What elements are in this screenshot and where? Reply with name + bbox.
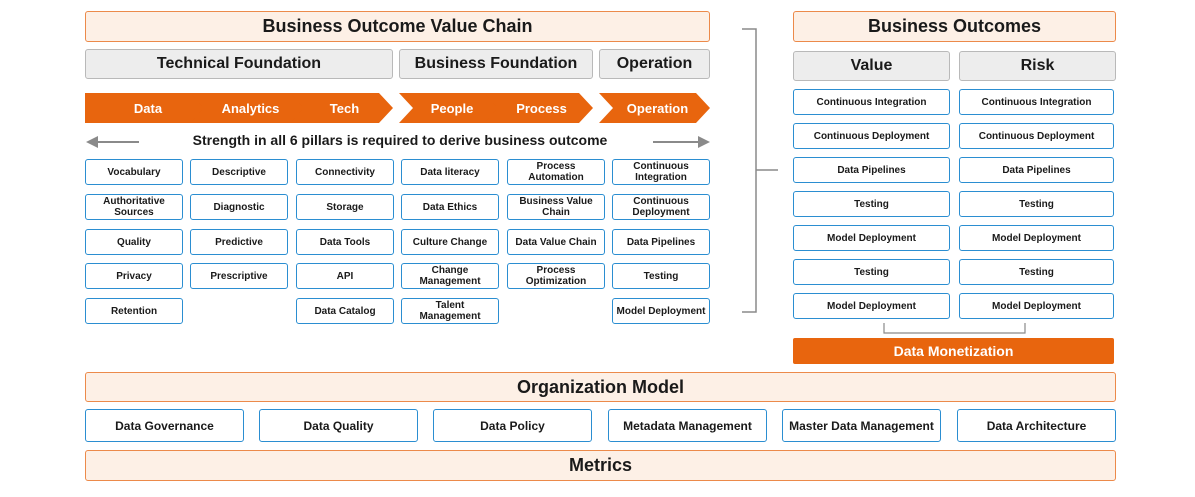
operation-pillar-item: Model Deployment <box>612 298 710 324</box>
value-item: Model Deployment <box>793 293 950 319</box>
data-monetization-bar: Data Monetization <box>793 338 1114 364</box>
people-pillar-item: Data literacy <box>401 159 499 185</box>
org-item-data-governance: Data Governance <box>85 409 244 442</box>
business-foundation-header: Business Foundation <box>399 49 593 79</box>
tech-pillar-item: Data Catalog <box>296 298 394 324</box>
analytics-pillar-item: Prescriptive <box>190 263 288 289</box>
operation-pillar-item: Continuous Integration <box>612 159 710 185</box>
tech-pillar-item: Data Tools <box>296 229 394 255</box>
value-item: Data Pipelines <box>793 157 950 183</box>
pillar-label: Process <box>516 100 567 116</box>
data-pillar-item: Authoritative Sources <box>85 194 183 220</box>
org-item-data-policy: Data Policy <box>433 409 592 442</box>
org-item-data-architecture: Data Architecture <box>957 409 1116 442</box>
risk-item: Model Deployment <box>959 225 1114 251</box>
technical-foundation-header: Technical Foundation <box>85 49 393 79</box>
operation-foundation-header: Operation <box>599 49 710 79</box>
pillar-arrow-operation: Operation <box>599 93 710 123</box>
analytics-pillar-item: Descriptive <box>190 159 288 185</box>
pillar-label: Analytics <box>221 100 280 116</box>
tech-pillar-item: API <box>296 263 394 289</box>
value-item: Continuous Deployment <box>793 123 950 149</box>
org-item-master-data-management: Master Data Management <box>782 409 941 442</box>
data-pillar-item: Quality <box>85 229 183 255</box>
chain-bracket <box>742 28 778 313</box>
data-pillar-item: Vocabulary <box>85 159 183 185</box>
pillar-label: Operation <box>626 100 689 116</box>
right-arrow-icon <box>698 136 710 148</box>
risk-item: Testing <box>959 259 1114 285</box>
pillar-arrow-tech: Tech <box>290 93 393 123</box>
people-pillar-item: Change Management <box>401 263 499 289</box>
business-outcomes-title: Business Outcomes <box>793 11 1116 42</box>
operation-pillar-item: Testing <box>612 263 710 289</box>
outcomes-bracket <box>883 323 1026 334</box>
people-pillar-item: Talent Management <box>401 298 499 324</box>
pillar-arrow-process: Process <box>484 93 593 123</box>
value-header: Value <box>793 51 950 81</box>
pillar-label: People <box>430 100 474 116</box>
tech-pillar-item: Connectivity <box>296 159 394 185</box>
value-item: Testing <box>793 191 950 217</box>
org-item-metadata-management: Metadata Management <box>608 409 767 442</box>
value-item: Testing <box>793 259 950 285</box>
people-pillar-item: Culture Change <box>401 229 499 255</box>
operation-pillar-item: Data Pipelines <box>612 229 710 255</box>
pillar-arrow-analytics: Analytics <box>190 93 305 123</box>
analytics-pillar-item: Diagnostic <box>190 194 288 220</box>
risk-item: Model Deployment <box>959 293 1114 319</box>
left-arrow-icon <box>86 136 98 148</box>
organization-model-title: Organization Model <box>85 372 1116 402</box>
value-item: Continuous Integration <box>793 89 950 115</box>
pillar-label: Data <box>133 100 163 116</box>
pillar-label: Tech <box>329 100 360 116</box>
tech-pillar-item: Storage <box>296 194 394 220</box>
process-pillar-item: Business Value Chain <box>507 194 605 220</box>
value-item: Model Deployment <box>793 225 950 251</box>
pillar-arrow-people: People <box>399 93 499 123</box>
people-pillar-item: Data Ethics <box>401 194 499 220</box>
process-pillar-item: Data Value Chain <box>507 229 605 255</box>
right-arrow-line <box>653 141 698 143</box>
risk-header: Risk <box>959 51 1116 81</box>
risk-item: Data Pipelines <box>959 157 1114 183</box>
risk-item: Continuous Deployment <box>959 123 1114 149</box>
strength-note: Strength in all 6 pillars is required to… <box>192 132 608 148</box>
risk-item: Testing <box>959 191 1114 217</box>
operation-pillar-item: Continuous Deployment <box>612 194 710 220</box>
process-pillar-item: Process Optimization <box>507 263 605 289</box>
pillar-arrow-data: Data <box>85 93 205 123</box>
risk-item: Continuous Integration <box>959 89 1114 115</box>
analytics-pillar-item: Predictive <box>190 229 288 255</box>
left-arrow-line <box>96 141 139 143</box>
data-pillar-item: Privacy <box>85 263 183 289</box>
data-pillar-item: Retention <box>85 298 183 324</box>
process-pillar-item: Process Automation <box>507 159 605 185</box>
org-item-data-quality: Data Quality <box>259 409 418 442</box>
metrics-title: Metrics <box>85 450 1116 481</box>
value-chain-title: Business Outcome Value Chain <box>85 11 710 42</box>
